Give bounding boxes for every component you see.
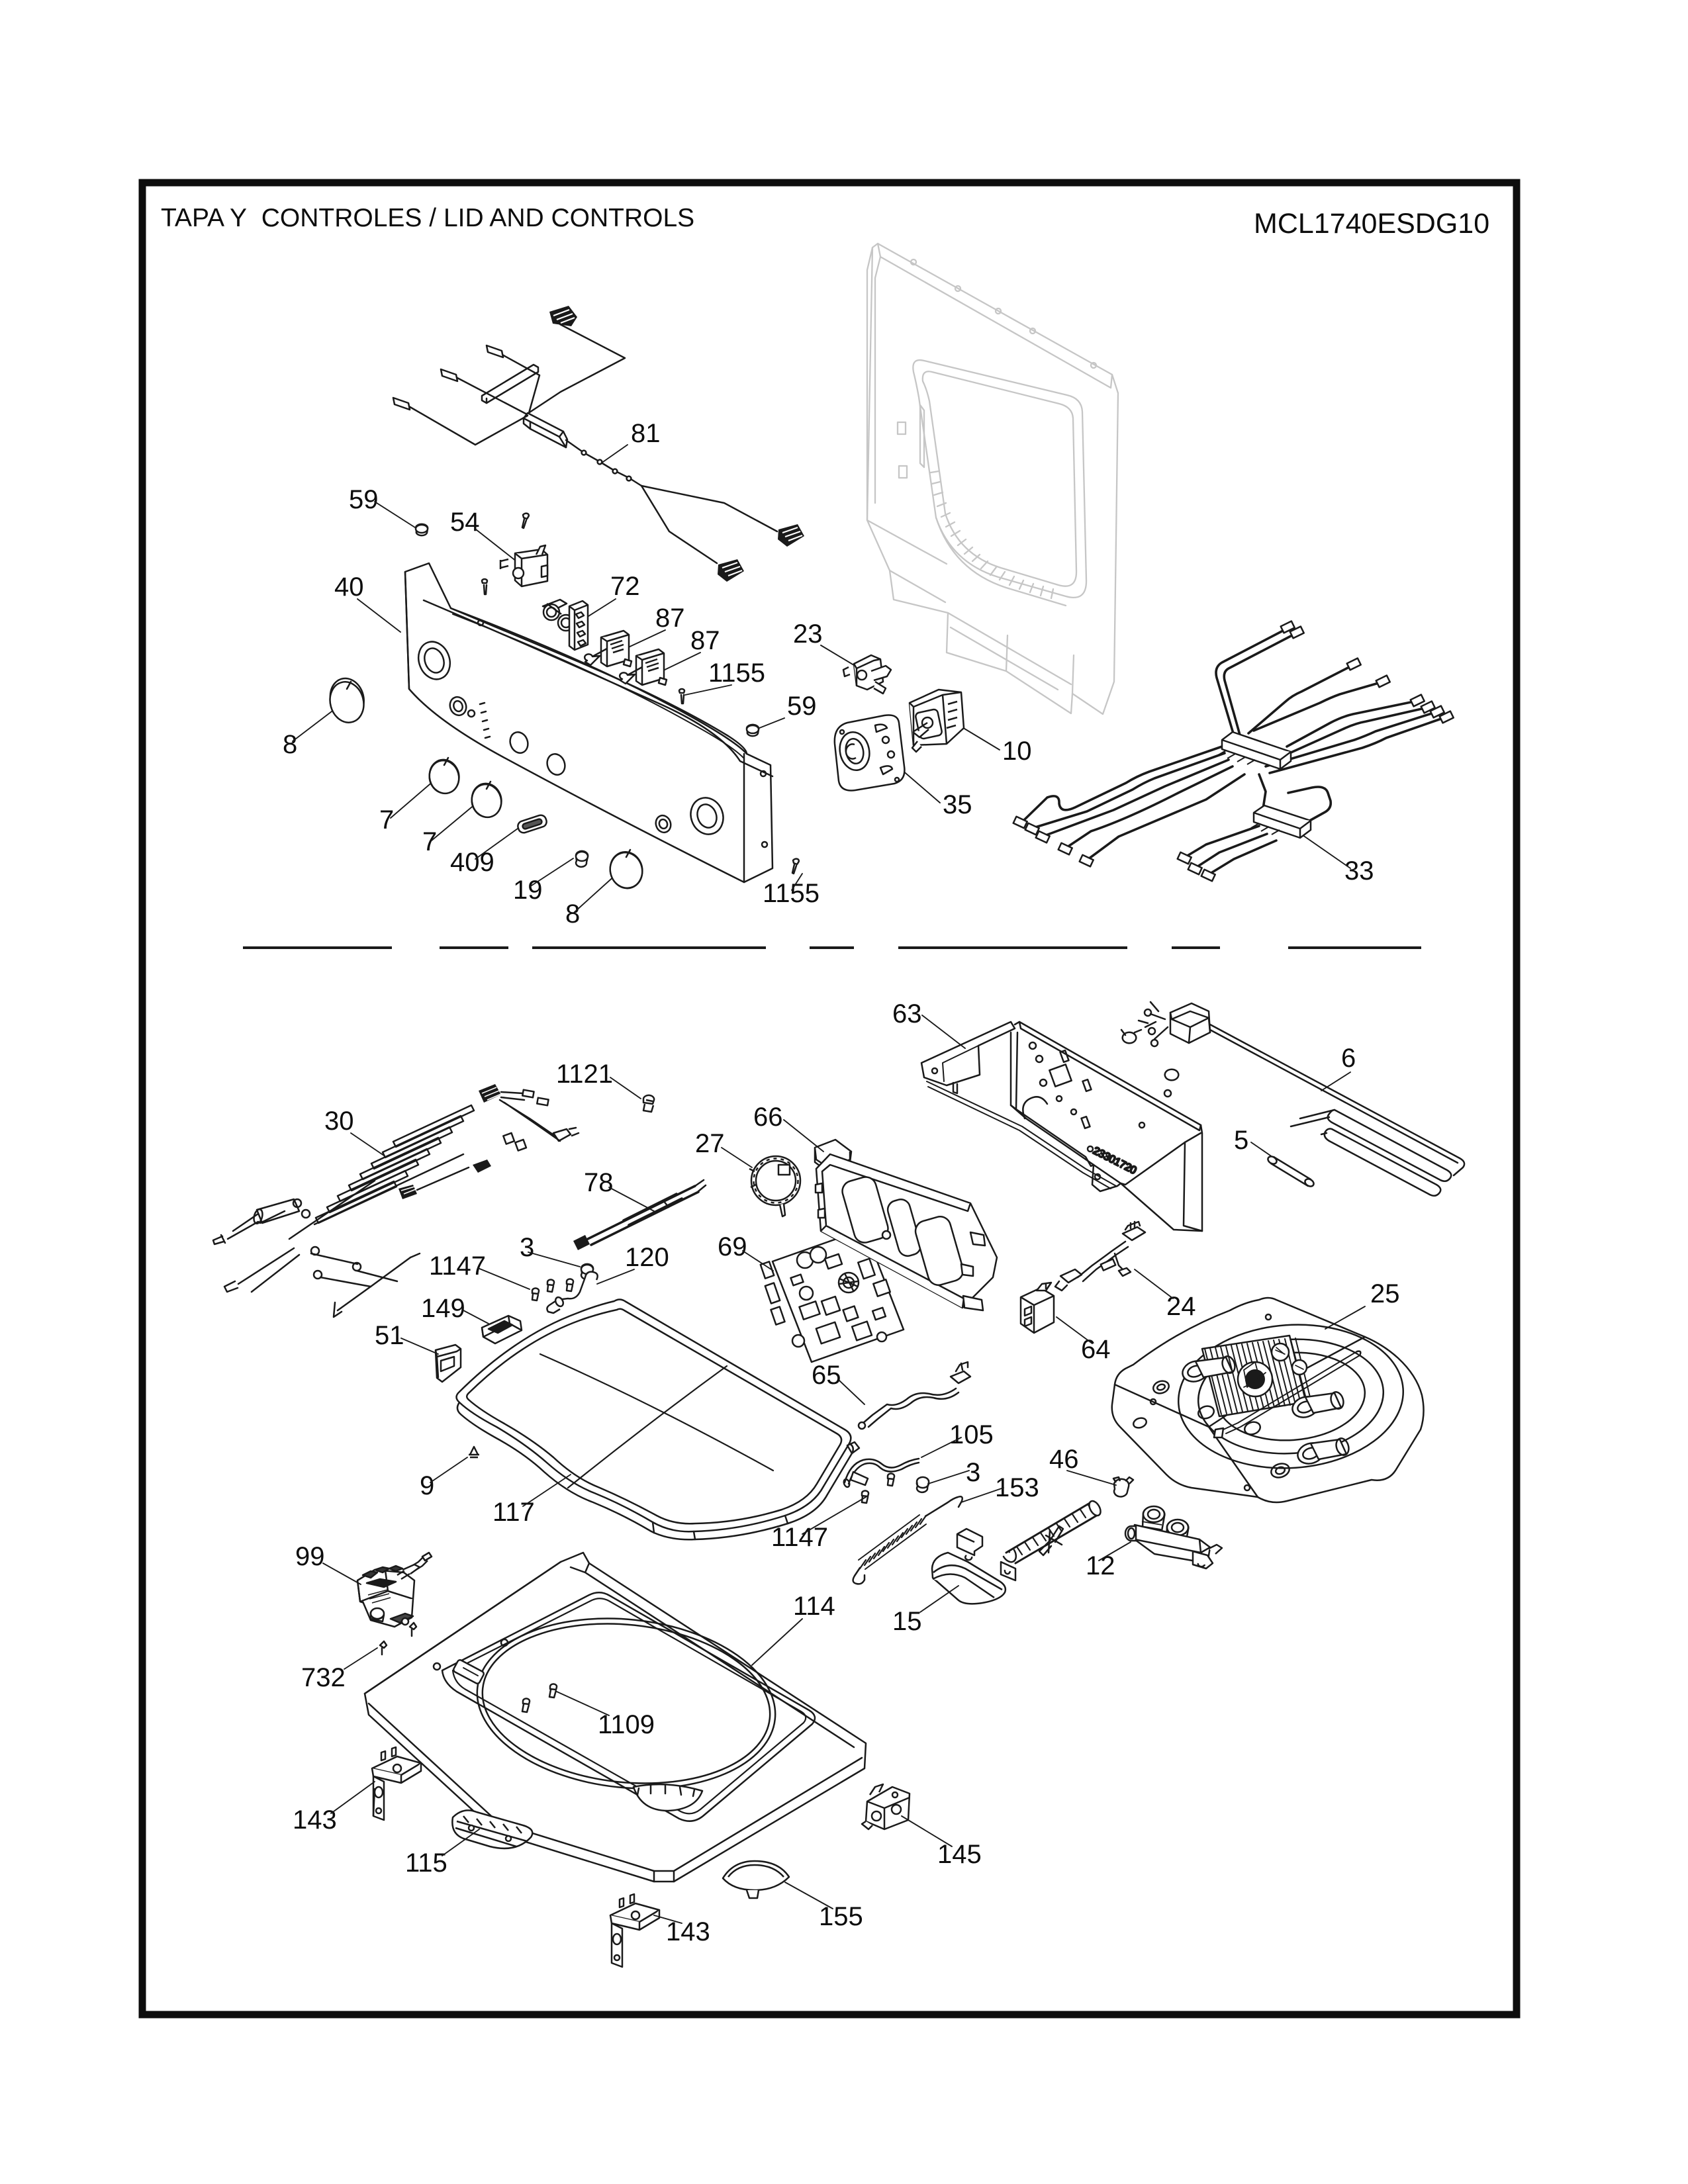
svg-text:120: 120 xyxy=(625,1243,669,1272)
svg-text:5: 5 xyxy=(1234,1126,1248,1155)
svg-text:153: 153 xyxy=(995,1473,1039,1502)
svg-text:10: 10 xyxy=(1002,737,1032,766)
svg-text:8: 8 xyxy=(283,730,297,759)
svg-text:59: 59 xyxy=(787,692,817,721)
svg-text:19: 19 xyxy=(513,876,543,905)
svg-text:69: 69 xyxy=(718,1232,747,1261)
svg-text:99: 99 xyxy=(295,1542,325,1571)
svg-text:27: 27 xyxy=(695,1129,725,1158)
svg-text:87: 87 xyxy=(690,626,720,655)
svg-text:46: 46 xyxy=(1049,1445,1079,1474)
svg-text:MCL1740ESDG10: MCL1740ESDG10 xyxy=(1254,208,1489,240)
svg-text:30: 30 xyxy=(324,1107,354,1136)
svg-text:732: 732 xyxy=(301,1663,346,1692)
svg-text:TAPA Y CONTROLES / LID AND CO: TAPA Y CONTROLES / LID AND CONTROLS xyxy=(161,204,694,232)
svg-text:115: 115 xyxy=(405,1848,447,1878)
svg-text:143: 143 xyxy=(666,1917,710,1946)
svg-text:72: 72 xyxy=(610,572,640,601)
svg-text:409: 409 xyxy=(450,848,494,877)
svg-text:9: 9 xyxy=(420,1471,434,1500)
svg-text:149: 149 xyxy=(421,1294,465,1323)
svg-text:81: 81 xyxy=(631,419,661,448)
svg-text:114: 114 xyxy=(793,1592,835,1621)
svg-text:23: 23 xyxy=(793,619,823,649)
svg-text:8: 8 xyxy=(565,899,580,929)
svg-text:35: 35 xyxy=(943,790,972,819)
svg-text:59: 59 xyxy=(349,485,379,514)
svg-text:12: 12 xyxy=(1086,1551,1115,1580)
svg-text:40: 40 xyxy=(334,572,364,602)
svg-text:1147: 1147 xyxy=(771,1523,828,1552)
svg-text:65: 65 xyxy=(812,1361,841,1390)
svg-text:3: 3 xyxy=(520,1233,534,1262)
svg-text:87: 87 xyxy=(655,604,685,633)
svg-text:143: 143 xyxy=(293,1805,337,1835)
svg-text:7: 7 xyxy=(379,805,394,835)
svg-text:145: 145 xyxy=(937,1840,982,1869)
svg-text:64: 64 xyxy=(1081,1335,1111,1364)
svg-text:155: 155 xyxy=(819,1902,863,1931)
svg-text:54: 54 xyxy=(450,508,480,537)
svg-text:6: 6 xyxy=(1341,1044,1356,1073)
svg-text:1121: 1121 xyxy=(556,1060,613,1089)
svg-text:33: 33 xyxy=(1344,856,1374,886)
svg-text:1155: 1155 xyxy=(708,659,765,688)
svg-text:78: 78 xyxy=(584,1168,614,1197)
svg-text:25: 25 xyxy=(1370,1279,1400,1308)
svg-text:3: 3 xyxy=(966,1458,980,1487)
svg-text:7: 7 xyxy=(422,827,437,856)
svg-text:105: 105 xyxy=(949,1420,994,1449)
svg-text:15: 15 xyxy=(892,1607,922,1636)
svg-text:66: 66 xyxy=(753,1103,783,1132)
svg-text:1147: 1147 xyxy=(429,1251,486,1281)
svg-text:63: 63 xyxy=(892,999,922,1028)
svg-text:1155: 1155 xyxy=(763,879,820,908)
svg-text:51: 51 xyxy=(375,1321,404,1350)
